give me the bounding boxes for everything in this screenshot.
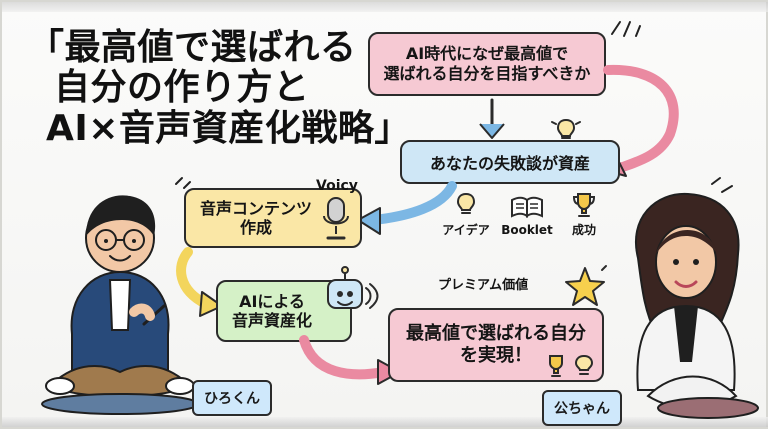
why-highest-value-box: AI時代になぜ最高値で 選ばれる自分を目指すべきか [368,32,606,96]
voice-content-line-1: 音声コンテンツ [200,198,313,218]
main-title: 「最高値で選ばれる 自分の作り方と AI×音声資産化戦略」 [28,27,411,149]
result-box: 最高値で選ばれる自分 を実現！ [388,308,604,382]
ai-voice-asset-line-2: 音声資産化 [232,311,313,330]
ai-voice-asset-line-1: AIによる [239,291,305,311]
title-line-3: AI×音声資産化戦略」 [46,107,411,149]
booklet-label: Booklet [501,223,553,237]
kouchan-name-tag: 公ちゃん [542,390,622,426]
result-line-2: を実現！ [460,345,532,366]
hirokun-name-tag: ひろくん [192,380,272,416]
why-highest-value-line-1: AI時代になぜ最高値で [405,44,569,63]
star-icon [565,265,607,306]
idea-lightbulb-icon [456,192,476,214]
hirokun-illustration [41,195,199,415]
success-icon-group: 成功 [562,190,606,236]
why-highest-value-line-2: 選ばれる自分を目指すべきか [383,64,591,83]
title-line-1: 「最高値で選ばれる [28,27,357,68]
success-trophy-icon [572,193,596,217]
sparkle-marks-icon [611,21,641,37]
idea-icon-group: アイデア [442,190,490,237]
booklet-icon-group: Booklet [496,194,558,236]
ai-voice-asset-box: AIによる 音声資産化 [216,280,352,342]
kouchan-illustration [635,192,759,419]
failure-is-asset-box: あなたの失敗談が資産 [400,140,620,184]
idea-label: アイデア [442,223,490,237]
decoration-lines-icon [175,177,191,189]
lightbulb-icon [551,118,581,139]
trophy-and-bulb-icon [549,354,594,377]
microphone-icon [323,197,349,240]
failure-is-asset-label: あなたの失敗談が資産 [429,154,590,173]
title-line-2: 自分の作り方と [54,67,310,109]
voicy-label: Voicy [316,178,358,194]
curved-blue-arrow-icon [357,181,457,235]
voice-content-line-2: 作成 [240,218,273,237]
arrow-down-icon [479,98,505,139]
curved-yellow-arrow-icon [176,247,223,317]
booklet-book-icon [511,196,543,218]
decoration-lines-icon-2 [711,177,733,193]
success-label: 成功 [571,223,596,237]
result-line-1: 最高値で選ばれる自分 [406,322,586,344]
whiteboard-frame-bottom [2,417,768,427]
premium-value-label: プレミアム価値 [438,278,529,293]
whiteboard-frame-top [2,2,768,12]
robot-icon [327,266,379,309]
